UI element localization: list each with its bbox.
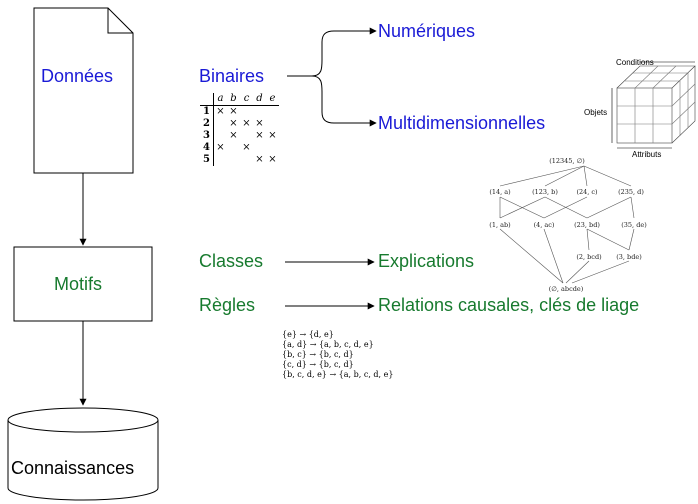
motifs-box (13, 246, 153, 322)
document-shape (33, 7, 134, 174)
regles-label: Règles (199, 295, 256, 315)
donnees-label: Données (41, 66, 114, 86)
matrix-col-header: d (253, 93, 266, 106)
multidimensionnelles-label: Multidimensionnelles (378, 113, 546, 133)
lattice-node: (1, ab) (489, 221, 511, 229)
brace-lower (311, 75, 377, 127)
rule-item: {b, c, d, e} → {a, b, c, d, e} (282, 370, 394, 379)
motifs-label: Motifs (54, 274, 103, 294)
lattice-node: (35, de) (621, 221, 647, 229)
matrix-col-header: a (213, 93, 227, 106)
lattice-node: (12345, ∅) (549, 157, 585, 165)
brace (287, 27, 377, 77)
matrix-row: 3 × × × (200, 130, 279, 142)
explications-label: Explications (378, 251, 475, 271)
matrix-row: 1 × × (200, 105, 279, 118)
lattice-node: (24, c) (576, 188, 598, 196)
lattice-edges (499, 165, 635, 284)
rule-item: {b, c} → {b, c, d} (282, 350, 354, 359)
cube-conditions-label: Conditions (616, 58, 654, 67)
lattice-node: (23, bd) (574, 221, 600, 229)
cylinder-top (7, 407, 159, 433)
connaissances-label: Connaissances (11, 458, 135, 478)
relations-label: Relations causales, clés de liage (378, 295, 640, 315)
binaires-label: Binaires (199, 66, 265, 86)
lattice-labels: (12345, ∅) (14, a) (123, b) (24, c) (235… (489, 157, 647, 293)
rule-item: {a, d} → {a, b, c, d, e} (282, 340, 374, 349)
lattice-node: (235, d) (618, 188, 644, 196)
matrix-col-header: c (240, 93, 253, 106)
cube-figure (611, 61, 696, 149)
matrix-row: 2 × × × (200, 118, 279, 130)
lattice-node: (4, ac) (534, 221, 555, 229)
cube-attributs-label: Attributs (632, 150, 662, 159)
document-fold (107, 8, 133, 34)
lattice-node: (14, a) (489, 188, 511, 196)
lattice-node: (3, bde) (616, 253, 642, 261)
lattice-node: (2, bcd) (576, 253, 602, 261)
lattice-node: (∅, abcde) (549, 285, 584, 293)
lattice-node: (123, b) (532, 188, 558, 196)
numeriques-label: Numériques (378, 21, 476, 41)
binary-matrix: a b c d e 1 × × 2 × × × (200, 93, 279, 166)
rule-item: {e} → {d, e} (282, 330, 334, 339)
matrix-col-header: b (227, 93, 240, 106)
matrix-col-header: e (266, 93, 279, 106)
cylinder-body (7, 420, 159, 501)
cube-objets-label: Objets (584, 108, 608, 117)
classes-label: Classes (199, 251, 264, 271)
rules-list: {e} → {d, e} {a, d} → {a, b, c, d, e} {b… (282, 330, 393, 380)
rule-item: {c, d} → {b, c, d} (282, 360, 354, 369)
matrix-row: 4 × × (200, 142, 279, 154)
matrix-row: 5 × × (200, 154, 279, 166)
